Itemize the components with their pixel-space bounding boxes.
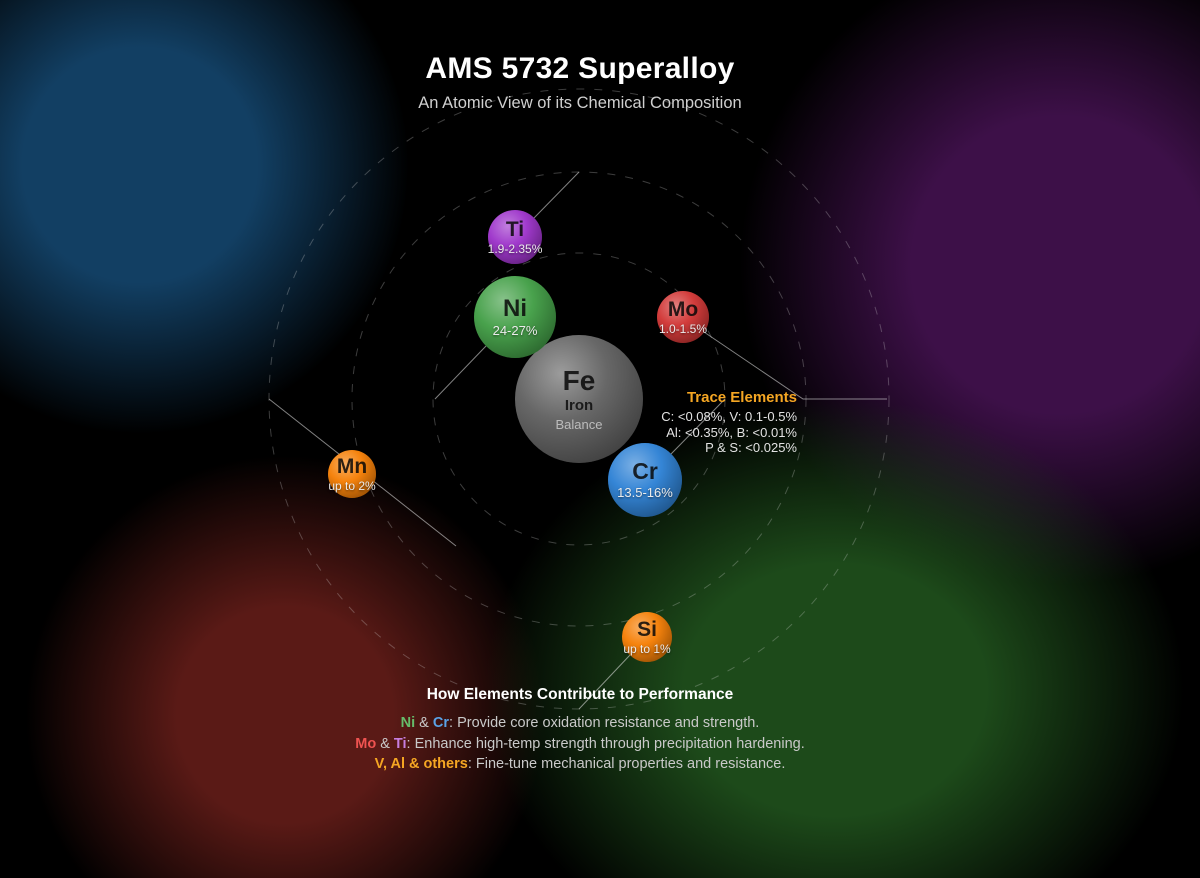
element-amount: 1.0-1.5% — [658, 321, 708, 336]
legend-row-ni-cr: Ni & Cr: Provide core oxidation resistan… — [0, 713, 1160, 734]
element-amount: Balance — [555, 416, 603, 432]
legend-panel: How Elements Contribute to Performance N… — [0, 686, 1160, 775]
leader-line-ni — [434, 345, 487, 400]
legend-row-text: : Enhance high-temp strength through pre… — [406, 735, 805, 752]
trace-title: Trace Elements — [686, 389, 797, 406]
element-sphere-mn: Mn up to 2% — [328, 450, 376, 498]
header: AMS 5732 Superalloy An Atomic View of it… — [0, 52, 1160, 113]
element-amount: up to 2% — [328, 478, 376, 493]
element-symbol: Mn — [336, 454, 368, 478]
trace-line-1: C: <0.08%, V: 0.1-0.5% — [661, 409, 797, 424]
page-title: AMS 5732 Superalloy — [425, 52, 735, 85]
trace-line-3: P & S: <0.025% — [705, 440, 797, 455]
nucleus-sphere-fe: Fe Iron Balance — [515, 335, 643, 463]
element-sphere-ni: Ni 24-27% — [474, 276, 556, 358]
legend-element-ti: Ti — [393, 735, 407, 752]
element-sphere-mo: Mo 1.0-1.5% — [657, 291, 709, 343]
trace-elements-panel: Trace Elements C: <0.08%, V: 0.1-0.5% Al… — [661, 389, 797, 456]
legend-row-text: : Fine-tune mechanical properties and re… — [467, 756, 786, 772]
element-symbol: Si — [637, 617, 657, 641]
element-amount: 13.5-16% — [617, 485, 673, 500]
element-name: Iron — [564, 396, 594, 414]
element-sphere-si: Si up to 1% — [622, 612, 672, 662]
legend-heading: How Elements Contribute to Performance — [426, 686, 734, 703]
trace-line-2: Al: <0.35%, B: <0.01% — [666, 424, 797, 440]
element-amount: 24-27% — [492, 322, 538, 338]
element-symbol: Cr — [632, 458, 658, 484]
legend-element-ni: Ni — [400, 715, 416, 731]
element-amount: 1.9-2.35% — [487, 241, 543, 256]
legend-separator: & — [415, 715, 433, 731]
element-amount: up to 1% — [623, 641, 671, 656]
element-symbol: Ti — [505, 217, 525, 241]
legend-element-others: V, Al & others — [374, 756, 468, 772]
element-symbol: Ni — [503, 294, 527, 322]
leader-line-ti — [533, 171, 580, 219]
legend-separator: & — [376, 735, 394, 752]
element-sphere-ti: Ti 1.9-2.35% — [488, 210, 542, 264]
legend-element-cr: Cr — [432, 715, 450, 731]
legend-row-text: : Provide core oxidation resistance and … — [449, 715, 760, 731]
legend-row-mo-ti: Mo & Ti: Enhance high-temp strength thro… — [0, 734, 1160, 755]
page-subtitle: An Atomic View of its Chemical Compositi… — [418, 94, 742, 112]
legend-row-others: V, Al & others: Fine-tune mechanical pro… — [0, 754, 1160, 775]
element-symbol: Mo — [667, 297, 699, 321]
legend-element-mo: Mo — [355, 735, 377, 752]
element-symbol: Fe — [562, 364, 596, 396]
